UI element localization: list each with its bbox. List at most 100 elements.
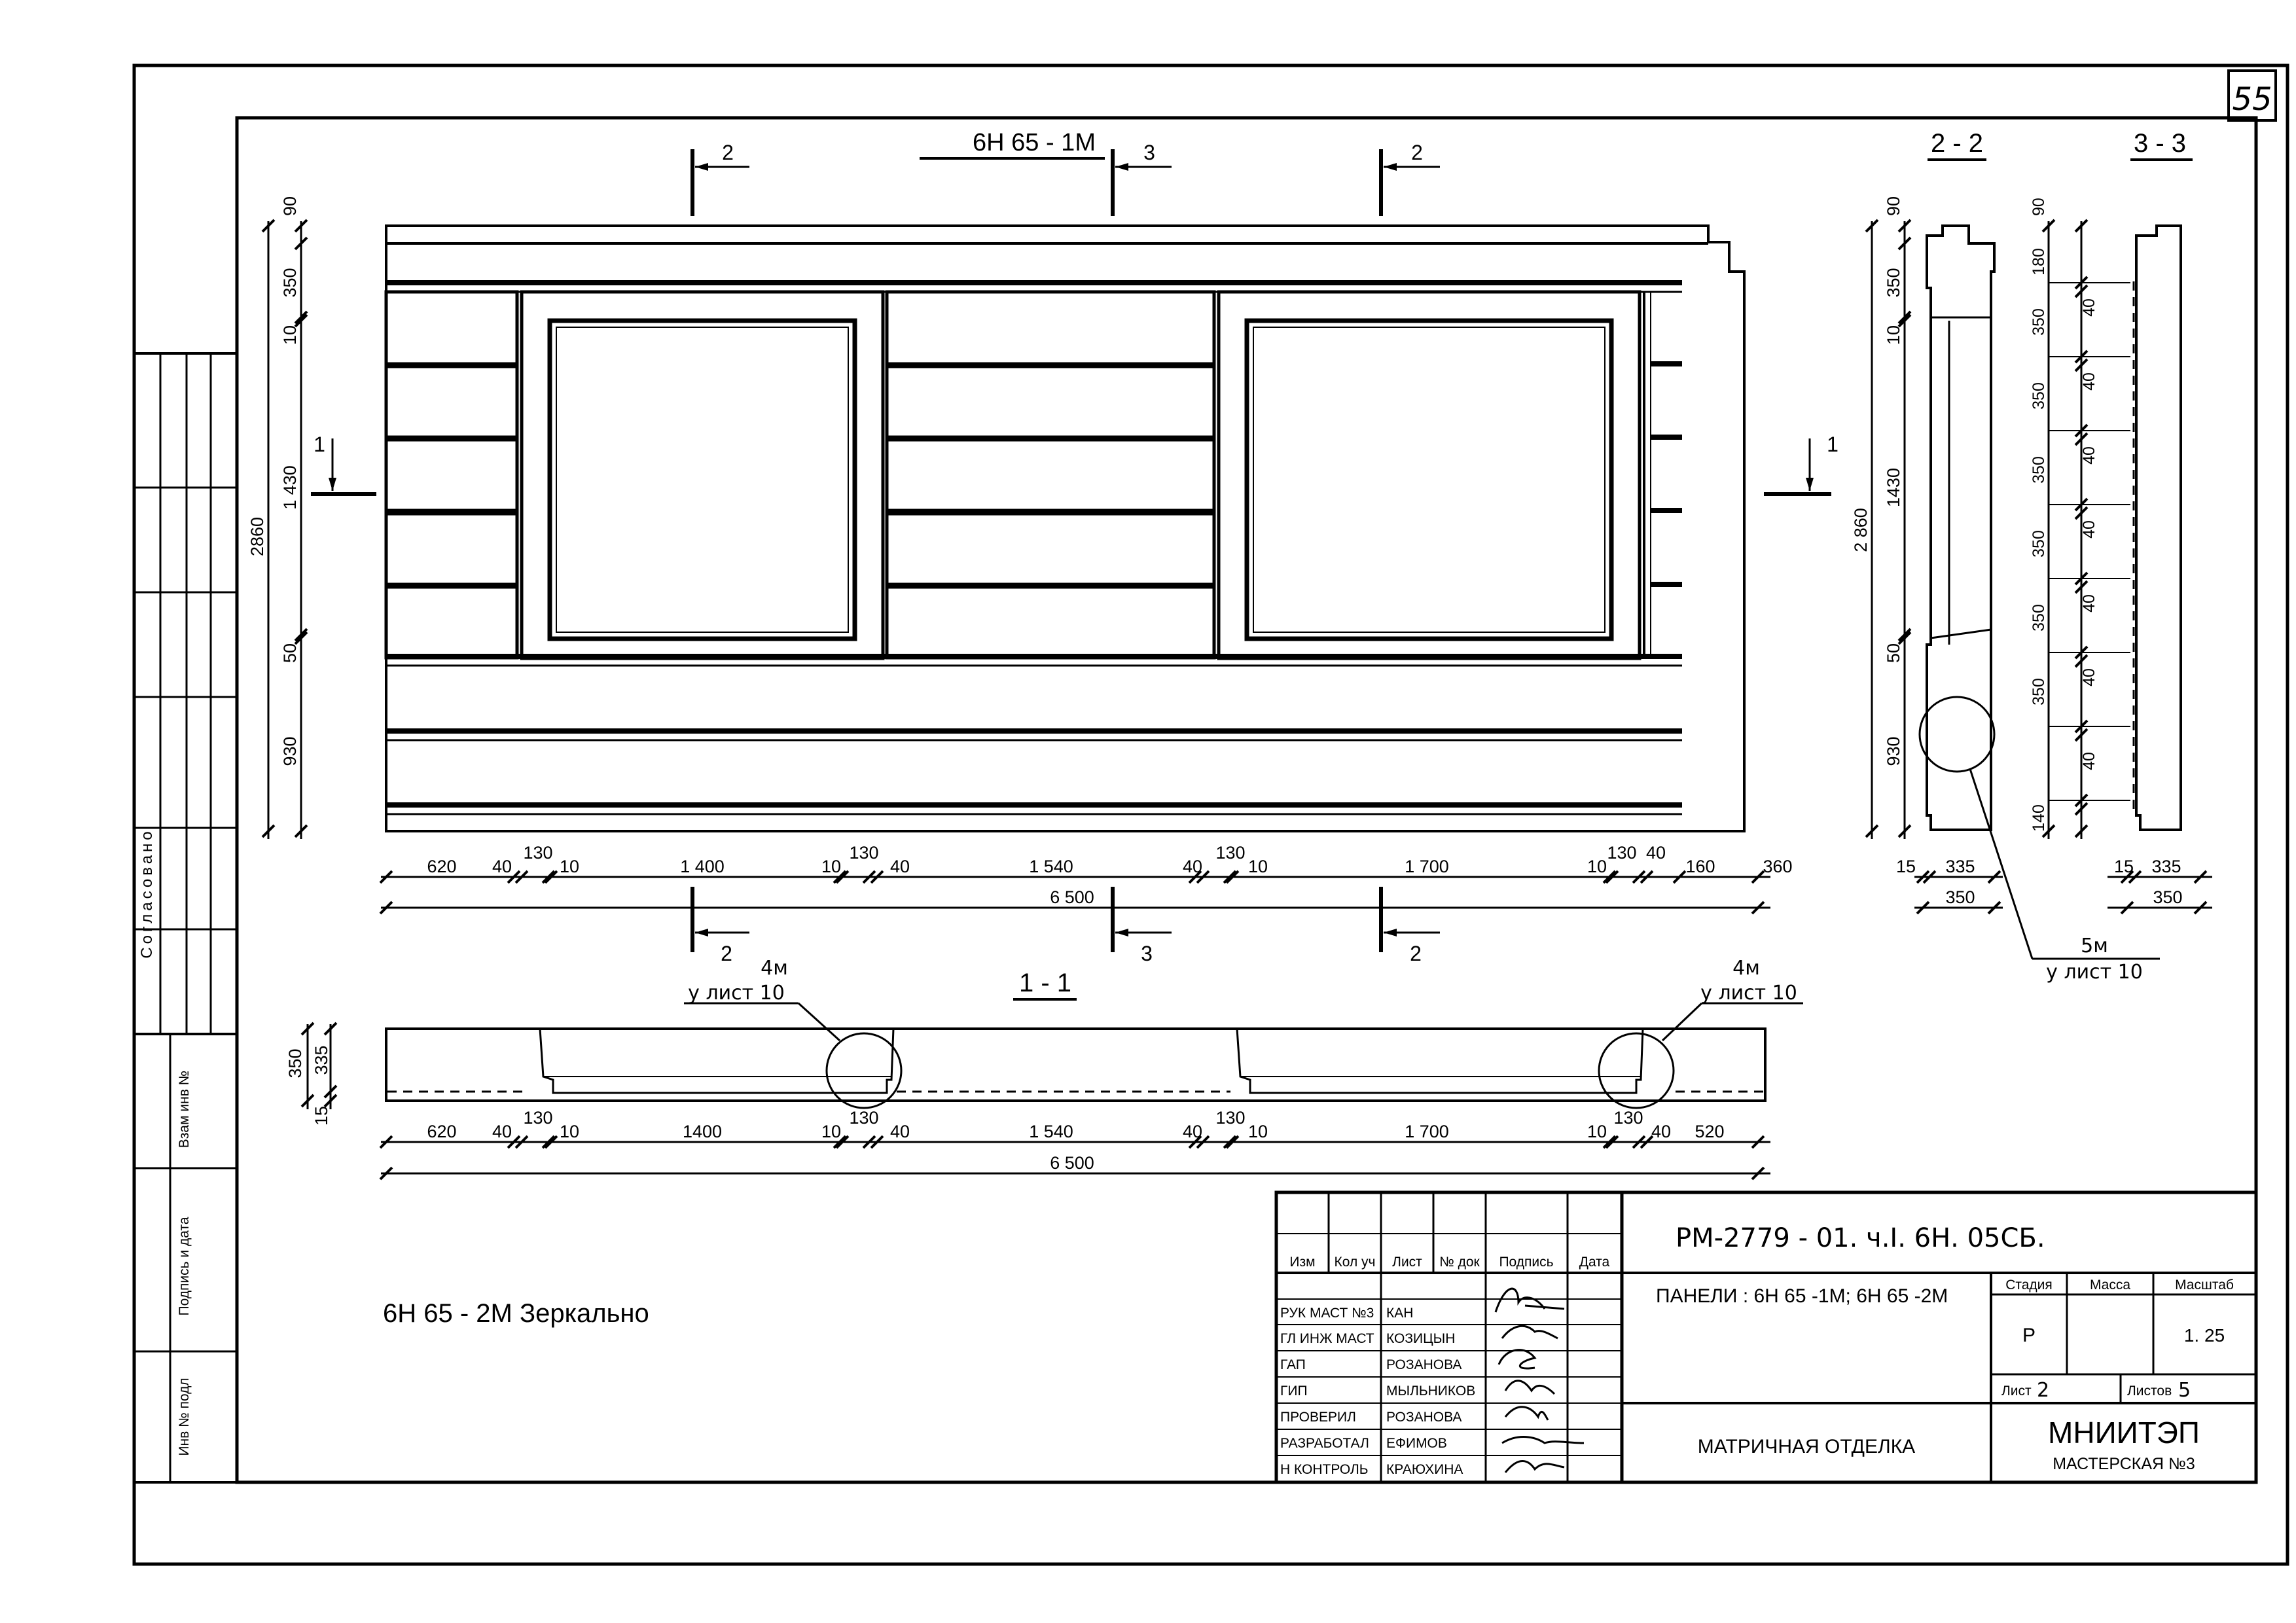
window-opening-2 [1217, 290, 1641, 660]
section-1-1: 1 - 1 4м у лист 10 4м у лист 10 350 335 … [285, 957, 1803, 1181]
svg-text:РАЗРАБОТАЛ: РАЗРАБОТАЛ [1280, 1436, 1369, 1451]
svg-text:130: 130 [523, 1108, 552, 1128]
svg-text:350: 350 [1884, 268, 1903, 297]
svg-text:10: 10 [821, 857, 841, 876]
svg-text:Р: Р [2022, 1325, 2036, 1346]
svg-text:5: 5 [2178, 1379, 2191, 1402]
window-opening-1 [520, 290, 885, 660]
svg-text:90: 90 [280, 196, 300, 216]
section-3-3: 3 - 3 90 180 40 350 40 350 40 350 40 350 [2030, 129, 2212, 915]
svg-text:5м: 5м [2081, 935, 2108, 957]
svg-text:40: 40 [1651, 1122, 1671, 1141]
svg-text:Дата: Дата [1579, 1255, 1610, 1270]
svg-text:50: 50 [1884, 643, 1903, 663]
svg-text:КОЗИЦЫН: КОЗИЦЫН [1386, 1331, 1455, 1346]
svg-text:1. 25: 1. 25 [2184, 1325, 2225, 1346]
svg-text:№ док: № док [1439, 1255, 1480, 1270]
svg-text:10: 10 [280, 325, 300, 345]
svg-text:Листов: Листов [2127, 1383, 2172, 1399]
mirror-note: 6Н 65 - 2М Зеркально [383, 1299, 649, 1328]
sheet-title: МАТРИЧНАЯ ОТДЕЛКА [1698, 1436, 1915, 1457]
svg-text:РОЗАНОВА: РОЗАНОВА [1386, 1357, 1462, 1372]
svg-text:130: 130 [1613, 1108, 1643, 1128]
svg-text:РОЗАНОВА: РОЗАНОВА [1386, 1410, 1462, 1425]
svg-text:3: 3 [1143, 141, 1155, 164]
title-block: Изм Кол уч Лист № док Подпись Дата РУК М… [1274, 1190, 2258, 1484]
svg-text:40: 40 [2080, 594, 2098, 613]
svg-text:40: 40 [492, 857, 512, 876]
section-1-1-title: 1 - 1 [1019, 969, 1071, 997]
svg-text:ГЛ ИНЖ МАСТ: ГЛ ИНЖ МАСТ [1280, 1331, 1374, 1346]
svg-text:4м: 4м [1732, 957, 1760, 980]
svg-text:Изм: Изм [1289, 1255, 1315, 1270]
svg-text:10: 10 [560, 1122, 579, 1141]
svg-text:1 700: 1 700 [1405, 1122, 1449, 1141]
panel-outline [385, 224, 1746, 832]
svg-text:1 400: 1 400 [680, 857, 725, 876]
stamp-replaced-inv: Взам инв № [177, 1071, 192, 1148]
svg-text:40: 40 [890, 857, 910, 876]
cut-mark-2-bottom-left: 2 [691, 887, 749, 965]
svg-text:Стадия: Стадия [2005, 1277, 2053, 1293]
left-stamp: Согласовано Взам инв № Подпись и дата Ин… [133, 352, 238, 1484]
svg-text:2: 2 [1411, 141, 1423, 164]
cut-mark-2-bottom-right: 2 [1379, 887, 1440, 965]
svg-text:350: 350 [2030, 308, 2048, 336]
organization-name: МНИИТЭП [2048, 1416, 2200, 1450]
svg-text:1 540: 1 540 [1029, 1122, 1073, 1141]
section-3-3-title: 3 - 3 [2134, 129, 2186, 158]
svg-text:140: 140 [2030, 804, 2048, 832]
svg-text:360: 360 [1763, 857, 1792, 876]
svg-text:90: 90 [1884, 196, 1903, 216]
page-number: 55 [2232, 81, 2272, 118]
svg-text:40: 40 [1183, 1122, 1202, 1141]
svg-text:50: 50 [280, 643, 300, 663]
svg-text:МЫЛЬНИКОВ: МЫЛЬНИКОВ [1386, 1383, 1475, 1399]
svg-text:350: 350 [2153, 887, 2182, 907]
section-2-2: 2 - 2 5м у лист 10 90 350 10 1430 50 930… [1851, 129, 2160, 984]
svg-text:15: 15 [2114, 857, 2134, 876]
svg-text:у лист 10: у лист 10 [2046, 961, 2143, 984]
svg-text:РУК МАСТ №3: РУК МАСТ №3 [1280, 1306, 1374, 1321]
organization-sub: МАСТЕРСКАЯ №3 [2053, 1455, 2195, 1473]
svg-text:40: 40 [492, 1122, 512, 1141]
svg-text:КАН: КАН [1386, 1306, 1413, 1321]
svg-text:40: 40 [1646, 843, 1666, 863]
cut-mark-3-top: 3 [1111, 141, 1172, 216]
cut-mark-2-top-right: 2 [1379, 141, 1440, 216]
stamp-original-inv: Инв № подл [177, 1378, 192, 1455]
svg-text:130: 130 [849, 843, 878, 863]
svg-text:40: 40 [2080, 298, 2098, 317]
middle-slats [885, 290, 1216, 660]
svg-text:620: 620 [427, 857, 456, 876]
svg-text:130: 130 [1215, 1108, 1245, 1128]
svg-text:130: 130 [523, 843, 552, 863]
svg-text:10: 10 [1248, 857, 1268, 876]
svg-text:1400: 1400 [683, 1122, 722, 1141]
svg-text:3: 3 [1141, 942, 1153, 965]
front-view-title: 6Н 65 - 1М [973, 129, 1096, 156]
approved-label: Согласовано [138, 828, 156, 958]
document-code: РМ-2779 - 01. ч.I. 6Н. 05СБ. [1676, 1223, 2045, 1253]
svg-text:350: 350 [2030, 530, 2048, 558]
svg-text:520: 520 [1695, 1122, 1724, 1141]
left-slats [384, 290, 519, 660]
svg-text:6 500: 6 500 [1050, 1153, 1094, 1173]
svg-text:Масштаб: Масштаб [2175, 1277, 2234, 1293]
svg-text:40: 40 [2080, 668, 2098, 687]
svg-text:10: 10 [1248, 1122, 1268, 1141]
svg-text:350: 350 [2030, 678, 2048, 705]
svg-text:90: 90 [2030, 198, 2048, 216]
svg-text:1430: 1430 [1884, 468, 1903, 507]
svg-text:1: 1 [314, 433, 325, 456]
svg-text:у лист 10: у лист 10 [1700, 982, 1797, 1005]
svg-text:130: 130 [849, 1108, 878, 1128]
svg-text:350: 350 [1945, 887, 1975, 907]
svg-text:2: 2 [722, 141, 734, 164]
svg-text:350: 350 [2030, 456, 2048, 484]
svg-text:40: 40 [890, 1122, 910, 1141]
svg-text:40: 40 [2080, 446, 2098, 465]
svg-text:620: 620 [427, 1122, 456, 1141]
svg-text:40: 40 [1183, 857, 1202, 876]
